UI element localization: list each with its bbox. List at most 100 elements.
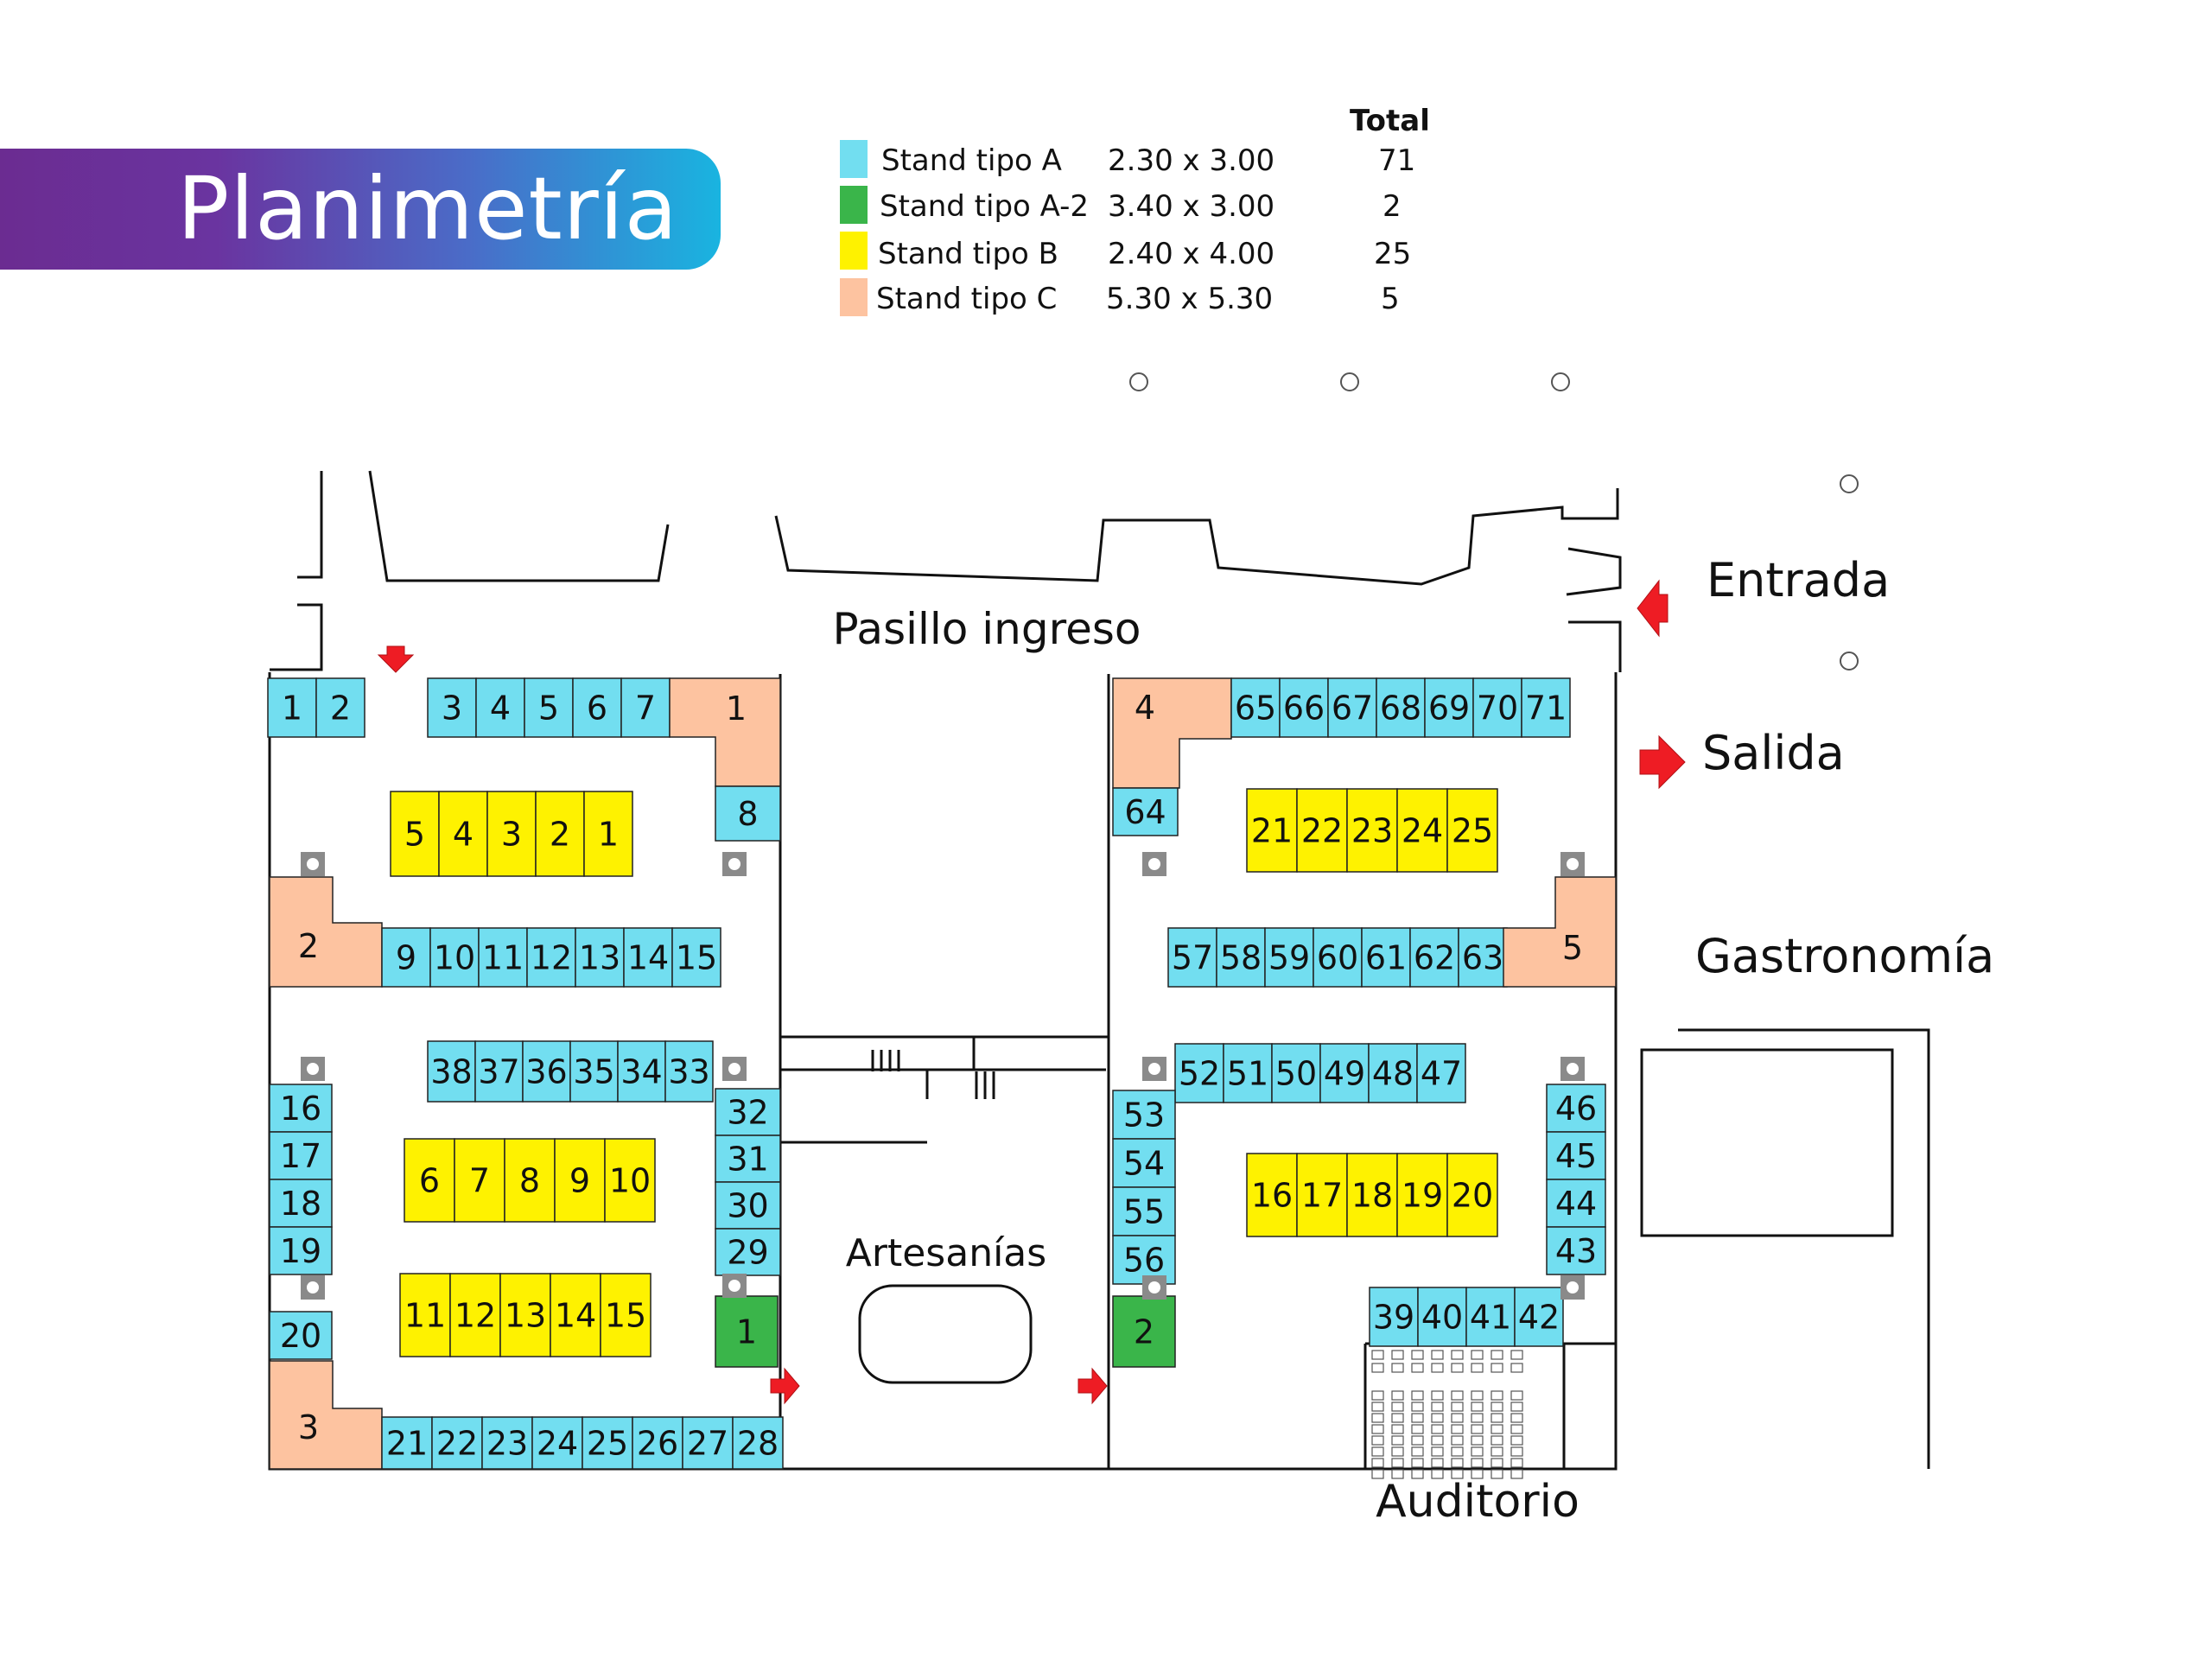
stand-a-9[interactable]: 9 [381, 927, 431, 988]
stand-b-22[interactable]: 22 [1296, 788, 1348, 873]
stand-b-2[interactable]: 2 [535, 791, 585, 877]
stand-a-61[interactable]: 61 [1361, 927, 1411, 988]
stand-a-37[interactable]: 37 [474, 1040, 524, 1103]
stand-a-36[interactable]: 36 [522, 1040, 571, 1103]
stand-a-34[interactable]: 34 [617, 1040, 666, 1103]
stand-b-1[interactable]: 1 [583, 791, 633, 877]
stand-a-31[interactable]: 31 [715, 1135, 781, 1183]
stand-a-19[interactable]: 19 [269, 1226, 333, 1275]
stand-a-27[interactable]: 27 [682, 1416, 734, 1470]
stand-a-59[interactable]: 59 [1264, 927, 1314, 988]
stand-a-66[interactable]: 66 [1279, 677, 1329, 738]
stand-b-17[interactable]: 17 [1296, 1153, 1348, 1237]
stand-a-35[interactable]: 35 [569, 1040, 619, 1103]
stand-a-57[interactable]: 57 [1167, 927, 1217, 988]
stand-a-64[interactable]: 64 [1112, 787, 1179, 836]
stand-a-46[interactable]: 46 [1546, 1084, 1606, 1133]
stand-b-5[interactable]: 5 [390, 791, 440, 877]
stand-b-18[interactable]: 18 [1346, 1153, 1398, 1237]
stand-b-23[interactable]: 23 [1346, 788, 1398, 873]
stand-a-30[interactable]: 30 [715, 1181, 781, 1230]
stand-a-68[interactable]: 68 [1376, 677, 1426, 738]
stand-a-40[interactable]: 40 [1417, 1287, 1467, 1347]
stand-a-65[interactable]: 65 [1230, 677, 1281, 738]
stand-a-25[interactable]: 25 [582, 1416, 633, 1470]
stand-b-4[interactable]: 4 [438, 791, 488, 877]
stand-c-3[interactable]: 3 [269, 1360, 383, 1470]
stand-a-14[interactable]: 14 [623, 927, 673, 988]
stand-a-39[interactable]: 39 [1369, 1287, 1419, 1347]
stand-a-7[interactable]: 7 [620, 677, 671, 738]
stand-a-63[interactable]: 63 [1458, 927, 1508, 988]
stand-a-6[interactable]: 6 [572, 677, 622, 738]
stand-a-62[interactable]: 62 [1409, 927, 1459, 988]
stand-a-15[interactable]: 15 [671, 927, 721, 988]
stand-a-28[interactable]: 28 [732, 1416, 784, 1470]
stand-b-8[interactable]: 8 [504, 1138, 556, 1223]
stand-b-12[interactable]: 12 [449, 1273, 501, 1357]
stand-a-41[interactable]: 41 [1465, 1287, 1516, 1347]
stand-b-25[interactable]: 25 [1446, 788, 1498, 873]
stand-b-21[interactable]: 21 [1246, 788, 1298, 873]
stand-b-14[interactable]: 14 [550, 1273, 601, 1357]
stand-a2-1[interactable]: 1 [715, 1295, 779, 1368]
stand-c-1[interactable]: 1 [669, 677, 781, 787]
stand-a-29[interactable]: 29 [715, 1228, 781, 1276]
stand-b-6[interactable]: 6 [404, 1138, 455, 1223]
stand-c-4[interactable]: 4 [1112, 677, 1232, 789]
stand-b-24[interactable]: 24 [1396, 788, 1448, 873]
stand-a-52[interactable]: 52 [1174, 1043, 1224, 1103]
stand-a-44[interactable]: 44 [1546, 1179, 1606, 1228]
stand-a-69[interactable]: 69 [1424, 677, 1474, 738]
stand-a-67[interactable]: 67 [1327, 677, 1377, 738]
stand-a-22[interactable]: 22 [431, 1416, 483, 1470]
stand-a-58[interactable]: 58 [1216, 927, 1266, 988]
stand-a-16[interactable]: 16 [269, 1084, 333, 1133]
stand-a-8[interactable]: 8 [715, 785, 781, 842]
stand-b-20[interactable]: 20 [1446, 1153, 1498, 1237]
stand-b-10[interactable]: 10 [604, 1138, 656, 1223]
stand-a-1[interactable]: 1 [267, 677, 317, 738]
stand-b-19[interactable]: 19 [1396, 1153, 1448, 1237]
stand-a-53[interactable]: 53 [1112, 1090, 1176, 1140]
stand-a-60[interactable]: 60 [1313, 927, 1363, 988]
stand-a-55[interactable]: 55 [1112, 1186, 1176, 1236]
stand-a-33[interactable]: 33 [664, 1040, 714, 1103]
stand-a-20[interactable]: 20 [269, 1311, 333, 1360]
stand-a-21[interactable]: 21 [381, 1416, 433, 1470]
stand-a-17[interactable]: 17 [269, 1131, 333, 1180]
stand-a-32[interactable]: 32 [715, 1088, 781, 1136]
stand-a-10[interactable]: 10 [429, 927, 480, 988]
stand-b-16[interactable]: 16 [1246, 1153, 1298, 1237]
stand-a-70[interactable]: 70 [1472, 677, 1522, 738]
stand-c-2[interactable]: 2 [269, 876, 383, 988]
stand-c-5[interactable]: 5 [1503, 876, 1617, 988]
stand-a-13[interactable]: 13 [575, 927, 625, 988]
stand-b-15[interactable]: 15 [600, 1273, 652, 1357]
stand-a-54[interactable]: 54 [1112, 1138, 1176, 1188]
stand-a-38[interactable]: 38 [427, 1040, 476, 1103]
stand-a-51[interactable]: 51 [1223, 1043, 1273, 1103]
stand-a-45[interactable]: 45 [1546, 1131, 1606, 1180]
stand-b-9[interactable]: 9 [554, 1138, 606, 1223]
stand-b-11[interactable]: 11 [399, 1273, 451, 1357]
stand-b-7[interactable]: 7 [454, 1138, 505, 1223]
stand-a-48[interactable]: 48 [1368, 1043, 1418, 1103]
stand-a-26[interactable]: 26 [632, 1416, 683, 1470]
stand-a-3[interactable]: 3 [427, 677, 477, 738]
stand-a-2[interactable]: 2 [315, 677, 365, 738]
stand-a-18[interactable]: 18 [269, 1179, 333, 1228]
stand-a-23[interactable]: 23 [481, 1416, 533, 1470]
stand-a-50[interactable]: 50 [1271, 1043, 1321, 1103]
stand-b-3[interactable]: 3 [486, 791, 537, 877]
stand-a-11[interactable]: 11 [478, 927, 528, 988]
stand-a-4[interactable]: 4 [475, 677, 525, 738]
stand-a2-2[interactable]: 2 [1112, 1295, 1176, 1368]
stand-a-71[interactable]: 71 [1521, 677, 1571, 738]
stand-b-13[interactable]: 13 [499, 1273, 551, 1357]
stand-a-49[interactable]: 49 [1319, 1043, 1370, 1103]
stand-a-47[interactable]: 47 [1416, 1043, 1466, 1103]
stand-a-42[interactable]: 42 [1514, 1287, 1564, 1347]
stand-a-24[interactable]: 24 [531, 1416, 583, 1470]
stand-a-12[interactable]: 12 [526, 927, 576, 988]
